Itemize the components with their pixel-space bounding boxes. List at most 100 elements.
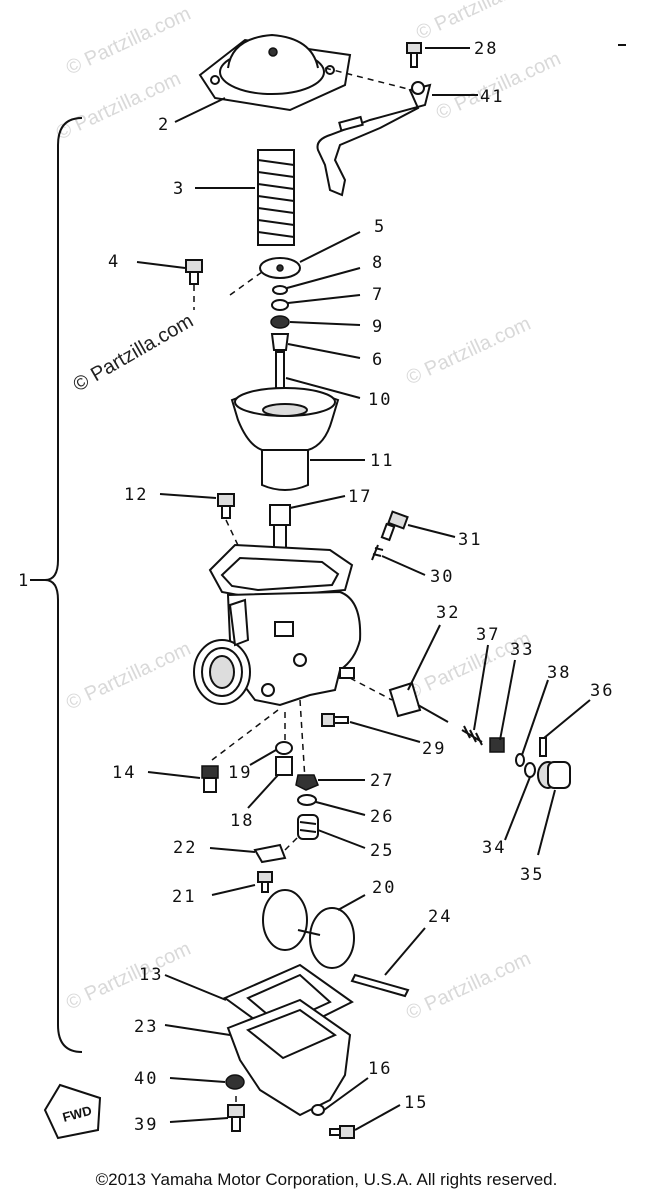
callout-17: 17 xyxy=(348,487,372,507)
callout-28: 28 xyxy=(474,39,498,59)
clip-part-22 xyxy=(253,843,287,864)
screw-part-21 xyxy=(257,871,273,893)
leader-line xyxy=(209,847,256,853)
top-cover xyxy=(198,33,352,112)
callout-1: 1 xyxy=(18,571,30,591)
oring-part-38 xyxy=(515,753,525,767)
callout-21: 21 xyxy=(172,887,196,907)
leader-line xyxy=(289,495,346,509)
nut-part-27 xyxy=(295,774,319,791)
leader-line xyxy=(537,789,556,856)
oring-part-26 xyxy=(297,794,317,806)
washer-part-34 xyxy=(524,762,536,778)
piston-valve-part-11 xyxy=(230,387,340,491)
carburetor-body xyxy=(193,543,362,707)
leader-line xyxy=(504,776,531,841)
screw-part-28 xyxy=(406,42,422,68)
watermark-layer: © Partzilla.com © Partzilla.com © Partzi… xyxy=(53,0,564,1025)
callout-8: 8 xyxy=(372,253,384,273)
leader-line xyxy=(169,1117,229,1123)
callout-14: 14 xyxy=(112,763,136,783)
leader-line xyxy=(136,261,186,269)
leader-line xyxy=(211,884,256,896)
callout-38: 38 xyxy=(547,663,571,683)
leader-line xyxy=(384,927,426,976)
callout-25: 25 xyxy=(370,841,394,861)
spring-part-3 xyxy=(257,149,295,246)
leader-line xyxy=(247,774,279,809)
leader-line xyxy=(349,721,421,743)
callout-5: 5 xyxy=(374,217,386,237)
callout-3: 3 xyxy=(173,179,185,199)
callout-34: 34 xyxy=(482,838,506,858)
callout-6: 6 xyxy=(372,350,384,370)
watermark: © Partzilla.com xyxy=(403,313,534,390)
callout-35: 35 xyxy=(520,865,544,885)
leader-line xyxy=(164,974,227,1001)
dashed-guide xyxy=(211,709,279,761)
jet-part-14 xyxy=(201,765,219,793)
leader-line xyxy=(407,524,456,538)
callout-16: 16 xyxy=(368,1059,392,1079)
valve-part-25 xyxy=(297,814,319,840)
leader-line xyxy=(521,679,549,756)
leader-line xyxy=(473,644,489,731)
callout-37: 37 xyxy=(476,625,500,645)
oring-part-16 xyxy=(311,1104,325,1116)
callout-23: 23 xyxy=(134,1017,158,1037)
pin-part-24 xyxy=(350,973,410,998)
watermark: © Partzilla.com xyxy=(63,638,194,715)
callout-2: 2 xyxy=(158,115,170,135)
callout-30: 30 xyxy=(430,567,454,587)
screw-part-29 xyxy=(321,713,349,727)
callout-10: 10 xyxy=(368,390,392,410)
callout-27: 27 xyxy=(370,771,394,791)
fwd-arrow-label: FWD xyxy=(61,1103,93,1125)
throttle-lever-bracket xyxy=(316,81,432,197)
float-part-20 xyxy=(262,889,355,969)
leader-line xyxy=(315,801,366,816)
dashed-guide xyxy=(349,677,393,701)
leader-line xyxy=(174,97,226,123)
callout-26: 26 xyxy=(370,807,394,827)
holder-part-6 xyxy=(270,333,290,351)
drain-screw-part-15 xyxy=(329,1125,355,1139)
dashed-guide xyxy=(324,67,413,91)
callout-11: 11 xyxy=(370,451,394,471)
screw-part-12 xyxy=(217,493,235,519)
leader-line xyxy=(337,894,366,911)
callout-labels: 1 2 3 4 5 6 7 8 9 10 11 12 13 14 15 16 1… xyxy=(18,39,612,1135)
pilot-screw-part-32 xyxy=(388,681,449,723)
callout-19: 19 xyxy=(228,763,252,783)
callout-18: 18 xyxy=(230,811,254,831)
float-bowl-part-23 xyxy=(226,998,352,1117)
callout-15: 15 xyxy=(404,1093,428,1113)
callout-9: 9 xyxy=(372,317,384,337)
leader-line xyxy=(289,321,361,326)
pin-part-36 xyxy=(539,737,547,757)
leader-line xyxy=(543,699,591,739)
callout-39: 39 xyxy=(134,1115,158,1135)
callout-13: 13 xyxy=(139,965,163,985)
watermark: © Partzilla.com xyxy=(403,948,534,1025)
leader-line xyxy=(147,771,201,779)
leader-line xyxy=(249,749,277,766)
screw-part-31 xyxy=(380,510,409,542)
ring-part-9 xyxy=(270,315,290,329)
assembly-bracket xyxy=(44,117,83,1053)
callout-32: 32 xyxy=(436,603,460,623)
copyright-notice: ©2013 Yamaha Motor Corporation, U.S.A. A… xyxy=(95,1170,558,1189)
watermark-dark: © Partzilla.com xyxy=(70,310,198,396)
clip-part-8 xyxy=(272,285,288,295)
callout-24: 24 xyxy=(428,907,452,927)
nut-part-40 xyxy=(225,1074,245,1090)
callout-7: 7 xyxy=(372,285,384,305)
leader-line xyxy=(287,343,361,359)
dashed-guide xyxy=(299,699,306,781)
washer-part-19 xyxy=(275,741,293,755)
leader-line xyxy=(407,624,441,691)
washer-part-7 xyxy=(271,299,289,311)
leader-line xyxy=(381,555,426,576)
watermark: © Partzilla.com xyxy=(63,938,194,1015)
